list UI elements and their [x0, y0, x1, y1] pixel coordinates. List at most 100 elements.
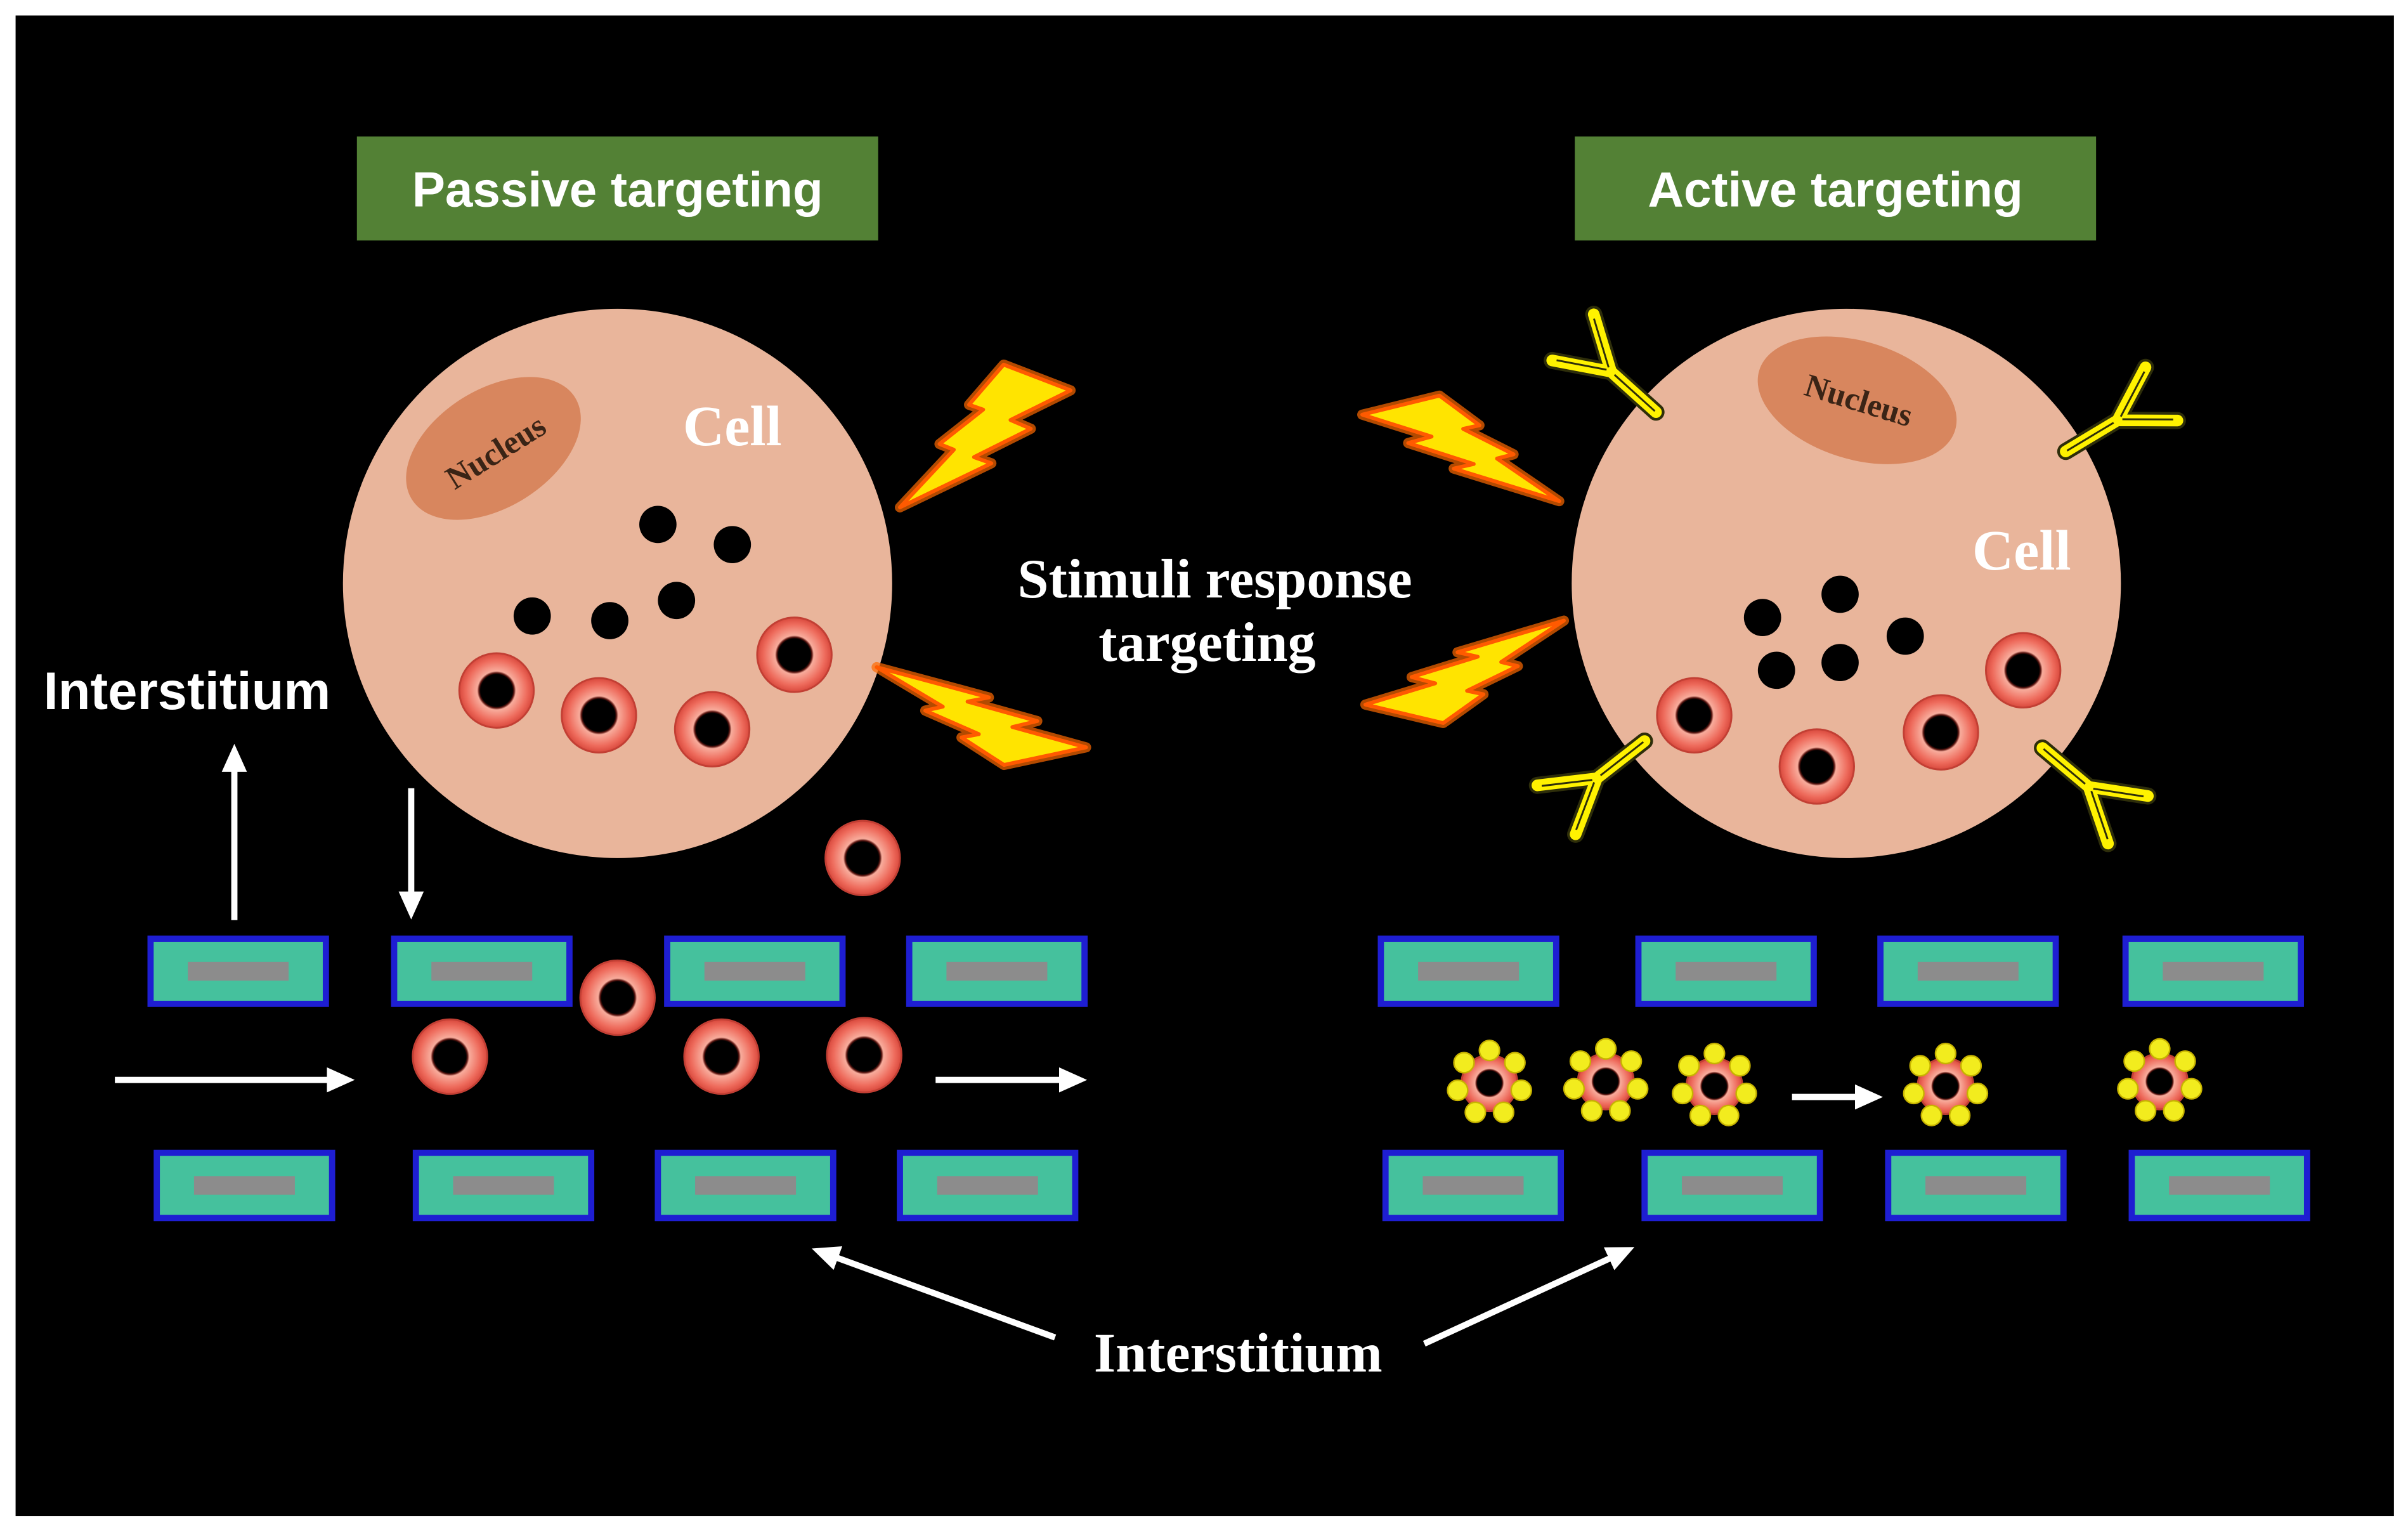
- endothelial-cell-core: [193, 1176, 295, 1195]
- nanoparticle-shell: [674, 691, 751, 767]
- lightning-bolt-body: [1362, 396, 1559, 501]
- ligand-dot: [1920, 1104, 1943, 1126]
- ligand-nanoparticle-icon: [1672, 1042, 1757, 1126]
- ligand-dot: [1580, 1100, 1603, 1122]
- ligand-dot: [1903, 1082, 1925, 1105]
- passive-targeting-panel: Passive targeting Nucleus Cell Interstit…: [44, 136, 1088, 1222]
- endothelial-cell-icon: [1377, 936, 1559, 1007]
- stimuli-response-label-line1: Stimuli response: [1018, 549, 1412, 610]
- nanoparticle-icon: [579, 959, 656, 1036]
- ligand-dot: [1717, 1104, 1740, 1126]
- passive-targeting-header: [356, 136, 878, 241]
- endothelial-cell-icon: [147, 936, 329, 1007]
- ligand-nanoparticle-icon: [1447, 1040, 1532, 1123]
- drug-molecule-icon: [1743, 599, 1781, 637]
- internalized-nanoparticles: [458, 616, 833, 767]
- endothelial-cell-core: [704, 962, 805, 981]
- nanoparticle-icon: [824, 819, 901, 897]
- ligand-nanoparticles: [1447, 1038, 2203, 1126]
- antibody-icon: [1544, 306, 1665, 421]
- nanoparticle-icon: [412, 1018, 488, 1095]
- interstitium-bottom-label: Interstitium: [1094, 1323, 1383, 1385]
- ligand-dot: [1563, 1078, 1585, 1100]
- endothelial-cell-icon: [1641, 1149, 1823, 1222]
- active-targeting-header: [1575, 136, 2097, 241]
- nanoparticle-shell: [1778, 728, 1855, 805]
- lightning-bolt-icon: [876, 667, 1086, 765]
- passive-cell: Nucleus Cell: [342, 308, 892, 858]
- endothelial-cell-icon: [1635, 936, 1817, 1007]
- endothelial-cell-icon: [654, 1149, 836, 1222]
- antibody-seam: [2043, 748, 2144, 840]
- antibody-seam: [2066, 371, 2173, 452]
- nanoparticle-icon: [826, 1017, 902, 1093]
- stimuli-response-targeting: Stimuli response targeting: [876, 365, 1564, 765]
- cell-label: Cell: [1972, 518, 2071, 582]
- endothelial-cell-core: [1917, 962, 2019, 981]
- antibody-icon: [1528, 732, 1653, 843]
- interstitium-callout: Interstitium: [811, 1246, 1635, 1385]
- ligand-dot: [1447, 1079, 1469, 1102]
- ligand-dot: [1492, 1101, 1515, 1123]
- passive-targeting-title: Passive targeting: [412, 161, 823, 217]
- stimuli-response-label-line2: targeting: [1098, 612, 1315, 674]
- endothelial-cell-icon: [1885, 1149, 2067, 1222]
- endothelial-cell-body: [2128, 1149, 2310, 1222]
- active-blood-vessel: [1377, 936, 2310, 1222]
- endothelial-cell-body: [1877, 936, 2059, 1007]
- nanoparticle-shell: [1903, 694, 1979, 771]
- antibody-seam: [1541, 741, 1644, 831]
- nanoparticle-icon: [561, 677, 637, 753]
- lightning-bolt-body: [876, 667, 1086, 765]
- internalized-nanoparticles: [1656, 632, 2062, 805]
- ligand-nanoparticle-icon: [2117, 1038, 2203, 1122]
- antibody-icon: [2057, 358, 2186, 460]
- endothelial-cell-icon: [1382, 1149, 1565, 1222]
- endothelial-cell-icon: [664, 936, 846, 1007]
- drug-molecule-icon: [591, 602, 628, 639]
- endothelial-cell-core: [1925, 1176, 2027, 1195]
- ligand-dot: [1966, 1082, 1989, 1105]
- nanoparticle-icon: [674, 691, 751, 767]
- ligand-dot: [1729, 1055, 1751, 1077]
- nanoparticle-icon: [458, 652, 535, 729]
- endothelial-cell-icon: [906, 936, 1088, 1007]
- nanoparticle-shell: [1656, 677, 1733, 753]
- antibody-icon: [2034, 739, 2157, 852]
- ligand-dot: [1464, 1101, 1487, 1123]
- endothelial-cell-core: [1422, 1176, 1524, 1195]
- endothelial-cell-core: [1418, 962, 1520, 981]
- ligand-dot: [2180, 1078, 2203, 1100]
- cell-label: Cell: [683, 394, 782, 458]
- ligand-dot: [1735, 1082, 1757, 1105]
- nanoparticle-shell: [458, 652, 535, 729]
- drug-molecule-icon: [1757, 651, 1795, 689]
- nanoparticle-shell: [1985, 632, 2062, 709]
- endothelial-cell-body: [147, 936, 329, 1007]
- drug-molecule-icon: [1821, 575, 1859, 613]
- endothelial-cell-core: [2163, 962, 2264, 981]
- endothelial-cell-icon: [412, 1149, 595, 1222]
- ligand-dot: [2135, 1100, 2157, 1122]
- nanoparticle-shell: [412, 1018, 488, 1095]
- nanoparticle-shell: [826, 1017, 902, 1093]
- lightning-bolt-icon: [1365, 621, 1564, 723]
- nanoparticle-icon: [756, 616, 833, 693]
- ligand-dot: [2123, 1050, 2145, 1073]
- passive-flow-arrows: [115, 743, 1088, 1093]
- ligand-dot: [1703, 1042, 1726, 1065]
- ligand-dot: [1620, 1050, 1643, 1073]
- nanoparticle-icon: [1778, 728, 1855, 805]
- endothelial-cell-core: [946, 962, 1048, 981]
- ligand-dot: [1948, 1104, 1971, 1126]
- ligand-dot: [1672, 1082, 1694, 1105]
- lightning-bolts: [876, 365, 1564, 765]
- endothelial-cell-core: [431, 962, 533, 981]
- ligand-dot: [1627, 1078, 1649, 1100]
- drug-molecules: [513, 505, 752, 639]
- lightning-bolt-body: [1365, 621, 1564, 723]
- lightning-bolt-icon: [900, 365, 1071, 507]
- endothelial-cell-core: [937, 1176, 1038, 1195]
- nanoparticle-icon: [683, 1018, 760, 1095]
- nanoparticle-icon: [1903, 694, 1979, 771]
